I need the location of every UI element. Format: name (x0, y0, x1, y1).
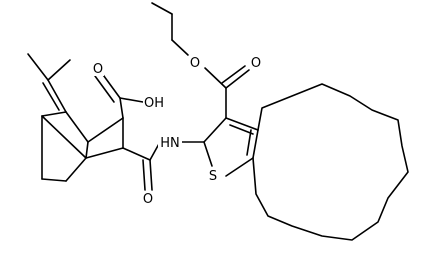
bond-acid-c-o-double (94, 71, 121, 103)
bond-bicycle-c1-c4 (85, 141, 89, 159)
bond-thiophene-c3-c2 (203, 117, 227, 143)
bond-bicycle-c5-c4 (41, 115, 87, 159)
bond-ethyl-ch3 (151, 2, 173, 15)
acid-carbonyl-o-label: O (93, 62, 103, 77)
ester-o-label: O (190, 56, 200, 71)
bond-ch2-o (171, 39, 189, 56)
atom-acid-o-carbonyl: O (92, 61, 104, 77)
bond-ester-c-o-double (221, 65, 250, 89)
bond-bicycle-c3-c4 (85, 147, 124, 159)
bond-bicycle-c2-c1 (87, 117, 124, 143)
atom-thiophene-s: S (207, 168, 219, 184)
bond-amide-c-bicycle (122, 147, 151, 161)
atom-ester-o-carbonyl: O (250, 55, 262, 71)
bond-isopropylidene-me1 (27, 53, 49, 81)
atom-amide-nh: HN (158, 135, 182, 151)
bond-bicycle-c4-c7 (65, 157, 87, 182)
acid-oh-label: OH (144, 96, 164, 111)
bond-thiophene-c2-s (203, 141, 213, 167)
bond-acid-c-oh (119, 97, 144, 103)
bond-amide-c-o-double (142, 159, 153, 191)
bond-lines (27, 2, 409, 241)
bond-macrocycle (252, 83, 409, 241)
atom-ester-o-top: O (189, 55, 201, 71)
atom-amide-o: O (142, 191, 154, 207)
bond-exocyclic-double (42, 79, 67, 113)
ester-carbonyl-o-label: O (251, 56, 261, 71)
bond-thiophene-c5-c4 (246, 129, 259, 159)
bond-thiophene-c4-c3 (225, 117, 259, 135)
thiophene-s-label: S (209, 169, 217, 184)
bond-o-carbonyl-c (204, 67, 227, 89)
amide-o-label: O (143, 192, 153, 207)
bond-bicycle-c1-c6 (65, 111, 89, 143)
bond-bicycle-c6-c5 (41, 111, 67, 117)
bond-thiophene-s-c5 (225, 157, 254, 177)
bond-bicycle-cooh-c (119, 97, 124, 119)
bond-bicycle-c7-c8 (41, 178, 67, 182)
amide-nh-label: HN (160, 136, 180, 151)
atom-acid-oh: OH (143, 95, 165, 111)
atom-labels: O O O OH HN O S (92, 55, 262, 207)
bond-isopropylidene-me2 (47, 59, 71, 81)
